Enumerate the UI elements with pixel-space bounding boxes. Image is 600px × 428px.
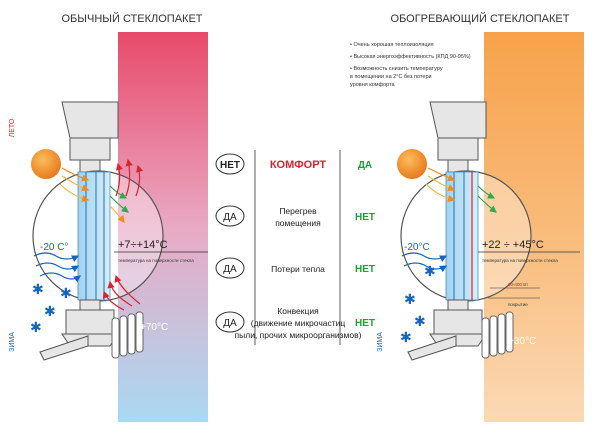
comparison-left-badge	[215, 153, 245, 175]
comparison-left-badge	[215, 311, 245, 333]
snowflake-icon: ✱	[424, 264, 436, 280]
snowflake-icon: ✱	[400, 330, 412, 346]
right-upper-frame	[429, 101, 487, 173]
left-surface-caption: температура на поверхности стекла	[118, 258, 194, 263]
left-season-summer: ЛЕТО	[9, 118, 16, 137]
comparison-right-value: НЕТ	[355, 212, 375, 223]
left-lower-frame	[39, 299, 119, 361]
comparison-left-value: ДА	[223, 318, 237, 329]
right-bullet-2-line-0: • Возможность снизить температуру	[350, 66, 443, 72]
right-season-winter: ЗИМА	[377, 332, 384, 352]
snowflake-icon: ✱	[404, 292, 416, 308]
comparison-label-line: (движение микрочастиц	[251, 318, 346, 328]
right-bullet-0-line-0: • Очень хорошая теплоизоляция	[350, 42, 434, 48]
left-cold-waves	[33, 252, 81, 283]
comparison-label-line: Потери тепла	[271, 264, 325, 274]
right-wall-gradient	[484, 32, 584, 422]
comparison-left-badge	[215, 205, 245, 227]
right-surface-caption: температура на поверхности стекла	[482, 258, 558, 263]
snowflake-icon: ✱	[30, 320, 42, 336]
right-outside-temp: -20°C	[404, 242, 430, 253]
right-bullet-2-line-1: в помещении на 2°С без потери	[350, 74, 432, 80]
comparison-left-value: ДА	[223, 264, 237, 275]
left-upper-frame	[61, 101, 119, 173]
snowflake-icon: ✱	[414, 314, 426, 330]
left-title: ОБЫЧНЫЙ СТЕКЛОПАКЕТ	[61, 12, 202, 25]
right-lower-frame	[407, 299, 487, 361]
comparison-label-line: Перегрев	[279, 206, 317, 216]
left-snowflakes: ✱ ✱ ✱ ✱	[30, 282, 72, 336]
right-radiator	[481, 311, 514, 359]
comparison-label-line: пыли, прочих микроорганизмов)	[235, 330, 362, 340]
right-cold-waves	[401, 252, 448, 273]
text-layer: ОБЫЧНЫЙ СТЕКЛОПАКЕТ ОБОГРЕВАЮЩИЙ СТЕКЛОПА…	[9, 12, 570, 352]
left-sun-rays	[59, 167, 129, 223]
right-panel: ✱ ✱ ✱ ✱	[397, 32, 584, 422]
right-sun-icon	[397, 149, 427, 179]
left-surface-temp: +7÷+14°C	[118, 239, 168, 251]
comparison-label-line: Конвекция	[277, 306, 319, 316]
right-glass	[445, 171, 479, 301]
comparison-right-value: НЕТ	[355, 318, 375, 329]
right-sun-rays	[425, 167, 497, 213]
comparison-left-value: ДА	[223, 212, 237, 223]
snowflake-icon: ✱	[60, 286, 72, 302]
left-sun-icon	[31, 149, 61, 179]
right-snowflakes: ✱ ✱ ✱ ✱	[400, 264, 436, 346]
left-wall-gradient	[118, 32, 208, 422]
right-radiator-temp: +30°C	[508, 336, 536, 347]
left-panel: ✱ ✱ ✱ ✱	[30, 32, 208, 422]
right-bullet-1-line-0: • Высокая энергоэффективность (КПД 90-95…	[350, 54, 471, 60]
right-small-label-top: 90-400 Вт	[508, 282, 528, 287]
comparison-label-line: помещения	[275, 218, 321, 228]
comparison-label-line: КОМФОРТ	[270, 159, 327, 171]
left-season-winter: ЗИМА	[9, 332, 16, 352]
comparison-left-value: НЕТ	[220, 160, 240, 171]
comparison-right-value: НЕТ	[355, 264, 375, 275]
left-heat-arrows	[102, 158, 144, 311]
snowflake-icon: ✱	[44, 304, 56, 320]
left-glass	[77, 171, 111, 301]
right-bullet-2-line-2: уровня комфорта	[350, 82, 396, 88]
comparison-right-value: ДА	[358, 160, 372, 171]
left-radiator	[111, 311, 144, 359]
comparison-left-badge	[215, 257, 245, 279]
left-radiator-temp: +70°C	[140, 322, 168, 333]
left-outside-temp: -20 C°	[40, 242, 68, 253]
right-title: ОБОГРЕВАЮЩИЙ СТЕКЛОПАКЕТ	[391, 12, 570, 25]
snowflake-icon: ✱	[32, 282, 44, 298]
right-surface-temp: +22 ÷ +45°C	[482, 239, 544, 251]
right-small-label-bottom: покрытие	[508, 302, 528, 307]
